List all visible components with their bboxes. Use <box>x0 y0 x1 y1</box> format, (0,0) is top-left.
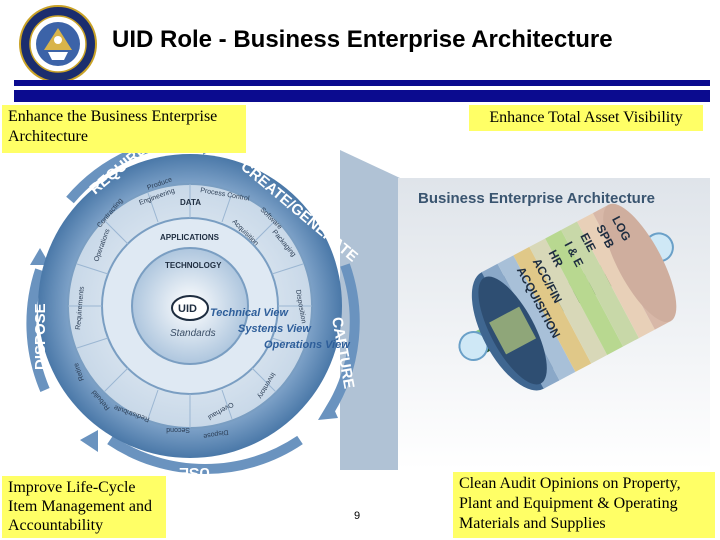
ring-technology: TECHNOLOGY <box>165 261 222 270</box>
uid-logo-text: UID <box>178 303 197 315</box>
bea-band <box>561 221 639 347</box>
callout-life-cycle: Improve Life-Cycle Item Management and A… <box>2 476 166 538</box>
bea-band <box>497 255 576 381</box>
callout-clean-audit: Clean Audit Opinions on Property, Plant … <box>453 472 715 538</box>
ring-standards: Standards <box>170 328 216 339</box>
wheel-spokes <box>68 184 312 428</box>
view-operations: Operations View <box>264 339 351 351</box>
dod-seal-icon <box>19 5 97 83</box>
page-number: 9 <box>354 510 361 522</box>
arrow-head <box>80 430 98 452</box>
bea-band <box>513 246 592 372</box>
callout-enhance-bea: Enhance the Business Enterprise Architec… <box>2 105 246 153</box>
projection-beam <box>340 150 400 470</box>
slide-title: UID Role - Business Enterprise Architect… <box>112 26 613 53</box>
uid-logo <box>171 295 209 321</box>
view-technical: Technical View <box>210 307 289 319</box>
bea-band <box>576 213 655 339</box>
phase-use: USE <box>179 464 210 481</box>
ring-label: Second <box>166 426 190 433</box>
view-systems: Systems View <box>238 323 312 335</box>
title-rule <box>14 80 710 86</box>
bea-band <box>529 238 608 364</box>
callout-total-asset-visibility: Enhance Total Asset Visibility <box>469 105 703 131</box>
title-rule-thick <box>14 90 710 102</box>
arrow-head <box>318 400 338 420</box>
bea-cylinder: LOG SPB EIE I & E HR ACC/FIN ACQUISITION <box>471 203 677 391</box>
bea-band <box>545 229 624 355</box>
ring-applications: APPLICATIONS <box>160 233 220 242</box>
ring-data: DATA <box>180 198 201 207</box>
bea-panel-title: Business Enterprise Architecture <box>418 190 655 207</box>
ring-label: Dispose <box>203 428 229 439</box>
ring-label: Requirements <box>75 286 86 331</box>
phase-dispose: DISPOSE <box>32 303 49 370</box>
